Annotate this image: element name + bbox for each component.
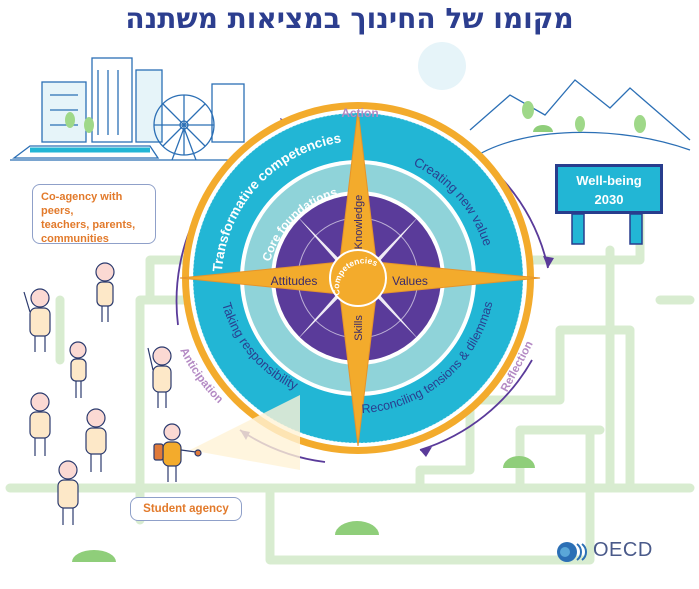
student-vision-beam (190, 395, 300, 470)
knowledge-label: Knowledge (353, 195, 365, 249)
mountains-illustration (469, 79, 691, 161)
learning-compass (179, 102, 541, 454)
bush-icon (72, 125, 553, 562)
attitudes-label: Attitudes (271, 274, 318, 288)
action-label: Action (341, 106, 378, 120)
tree-icon (65, 101, 646, 133)
city-skyline-illustration (10, 57, 250, 161)
values-label: Values (392, 274, 428, 288)
oecd-logo-icon (557, 542, 587, 562)
wellbeing-line-1: Well-being (576, 173, 642, 188)
wellbeing-line-2: 2030 (594, 192, 624, 207)
sun-icon (418, 42, 466, 90)
student-agency-callout: Student agency (130, 497, 242, 521)
people-illustration (23, 262, 202, 525)
page-title: מקומו של החינוך במציאות משתנה (125, 2, 574, 35)
skills-label: Skills (353, 315, 365, 341)
wellbeing-sign: Well-being 2030 (555, 164, 663, 214)
co-agency-callout: Co-agency with peers, teachers, parents,… (32, 184, 156, 245)
co-agency-line-3: communities (41, 233, 109, 245)
oecd-logo-text: OECD (593, 539, 653, 561)
co-agency-line-1: Co-agency with peers, (41, 191, 123, 217)
co-agency-line-2: teachers, parents, (41, 219, 136, 231)
